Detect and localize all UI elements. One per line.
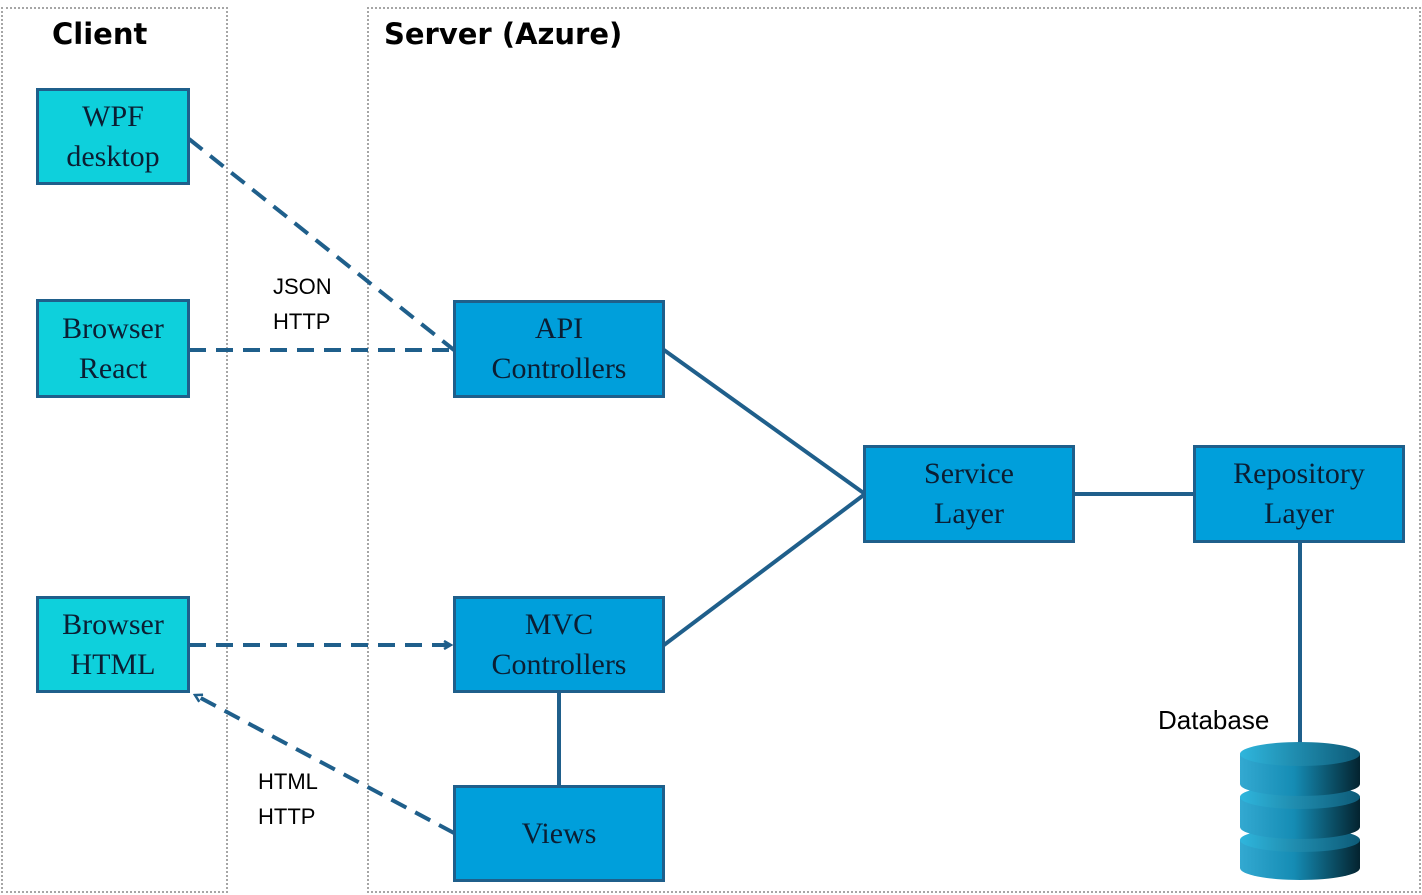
mvc-controllers-line-2: Controllers xyxy=(491,647,627,681)
repository-layer-line-2: Layer xyxy=(1264,497,1334,530)
browser-react-line-2: React xyxy=(78,351,148,385)
edge-api-to-service xyxy=(662,348,867,496)
service-layer-line-1: Service xyxy=(924,457,1014,490)
html-http-label: HTML HTTP xyxy=(258,764,318,834)
wpf-desktop-line-1: WPF xyxy=(82,99,144,133)
api-controllers-line-2: Controllers xyxy=(491,352,627,385)
edge-views-to-html xyxy=(195,693,455,835)
browser-react-node: Browser React xyxy=(36,299,190,398)
server-region-title: Server (Azure) xyxy=(384,17,623,51)
json-http-label-line-1: JSON xyxy=(273,274,332,299)
repository-layer-line-1: Repository xyxy=(1233,457,1365,490)
html-http-label-line-1: HTML xyxy=(258,769,318,794)
browser-react-line-1: Browser xyxy=(62,311,164,345)
views-node: Views xyxy=(453,785,665,882)
client-region-title: Client xyxy=(52,17,148,51)
client-region xyxy=(1,7,228,893)
html-http-label-line-2: HTTP xyxy=(258,804,316,829)
wpf-desktop-line-2: desktop xyxy=(66,139,160,173)
repository-layer-node: Repository Layer xyxy=(1193,445,1405,543)
mvc-controllers-line-1: MVC xyxy=(524,607,594,641)
views-line-1: Views xyxy=(521,816,597,850)
wpf-desktop-node: WPF desktop xyxy=(36,88,190,185)
api-controllers-line-1: API xyxy=(534,312,584,345)
edge-mvc-to-service xyxy=(662,492,867,647)
browser-html-line-1: Browser xyxy=(62,607,164,641)
edge-wpf-to-api xyxy=(187,137,456,352)
mvc-controllers-node: MVC Controllers xyxy=(453,596,665,693)
browser-html-line-2: HTML xyxy=(70,647,156,681)
service-layer-line-2: Layer xyxy=(934,497,1004,530)
json-http-label-line-2: HTTP xyxy=(273,309,331,334)
server-region xyxy=(367,7,1421,893)
database-label: Database xyxy=(1158,705,1270,735)
database-icon xyxy=(1240,742,1360,880)
json-http-label: JSON HTTP xyxy=(273,269,332,339)
browser-html-node: Browser HTML xyxy=(36,596,190,693)
api-controllers-node: API Controllers xyxy=(453,300,665,398)
service-layer-node: Service Layer xyxy=(863,445,1075,543)
